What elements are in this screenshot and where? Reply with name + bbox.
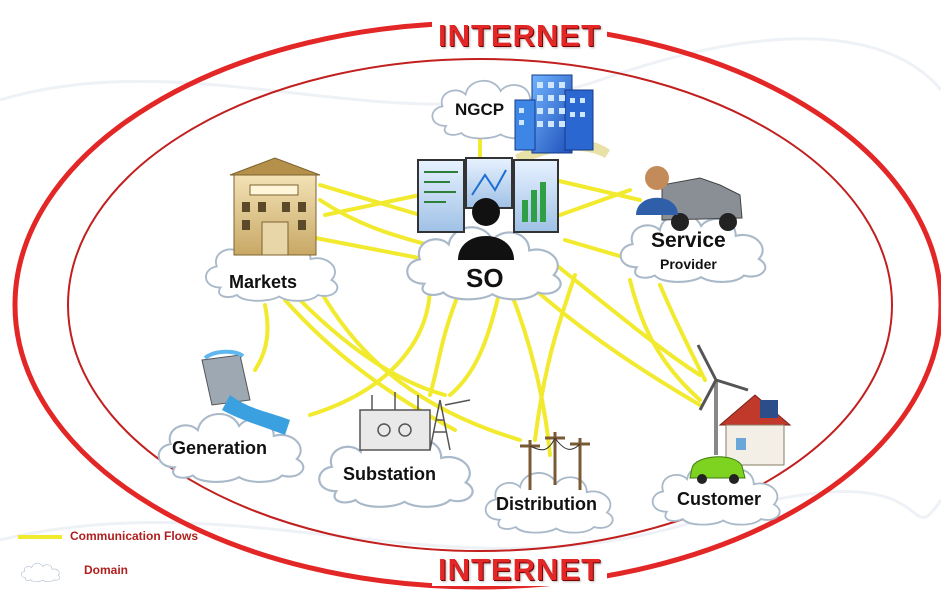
- flow-line: [533, 273, 577, 442]
- flow-line: [298, 233, 442, 264]
- internet-label-top: INTERNET: [432, 20, 607, 52]
- utility-poles-icon: [520, 432, 590, 490]
- markets-label: Markets: [229, 272, 298, 292]
- ngcp-label: NGCP: [455, 100, 505, 119]
- legend-domain-label: Domain: [84, 563, 129, 577]
- hydro-dam-icon: [201, 349, 290, 435]
- flow-line: [628, 278, 702, 402]
- flow-line: [558, 188, 632, 217]
- flow-line: [253, 303, 270, 372]
- building-icon: [514, 74, 610, 165]
- flow-line: [548, 258, 702, 377]
- flow-line: [528, 283, 702, 407]
- service-label: Service: [651, 229, 726, 252]
- house-turbine-icon: [689, 344, 792, 484]
- flow-line: [508, 288, 552, 457]
- customer-label: Customer: [677, 489, 762, 509]
- flow-line: [308, 283, 432, 417]
- substation-label: Substation: [343, 464, 436, 484]
- provider-label: Provider: [660, 256, 717, 272]
- so-label: SO: [466, 263, 504, 293]
- flow-line: [428, 288, 462, 397]
- flow-line: [553, 178, 642, 202]
- flow-line: [658, 283, 707, 382]
- substation-icon: [359, 392, 471, 451]
- flow-line: [318, 183, 422, 217]
- legend: [18, 535, 62, 582]
- generation-label: Generation: [172, 438, 268, 458]
- flow-line: [318, 288, 522, 442]
- background-wave: [0, 489, 941, 550]
- flow-line: [298, 298, 447, 397]
- legend-domain-swatch: [21, 563, 61, 582]
- service-truck-icon: [636, 166, 743, 231]
- operator-monitors-icon: [417, 157, 559, 260]
- internet-inner-ellipse: [67, 58, 893, 552]
- distribution-label: Distribution: [496, 494, 597, 514]
- market-building-icon: [229, 157, 321, 256]
- internet-label-bottom: INTERNET: [432, 554, 607, 586]
- legend-flows-label: Communication Flows: [70, 529, 199, 543]
- flow-line: [448, 288, 502, 397]
